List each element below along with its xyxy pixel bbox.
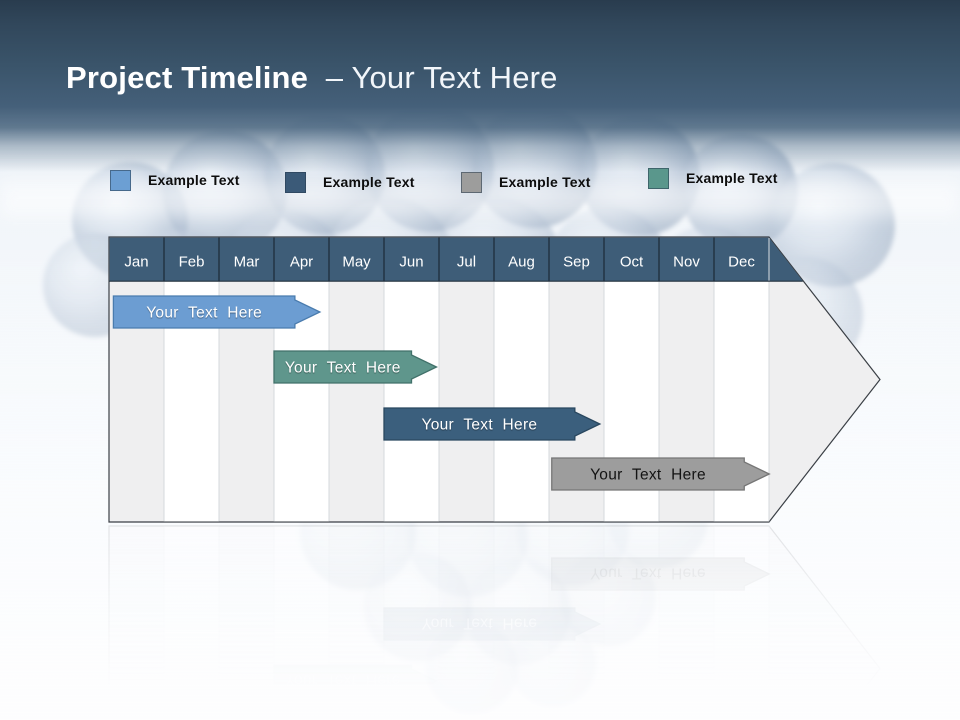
gantt-bar — [383, 607, 602, 641]
legend-label[interactable]: Example Text — [686, 170, 778, 186]
legend-item[interactable]: Example Text — [285, 170, 415, 194]
legend-item[interactable]: Example Text — [110, 168, 240, 192]
month-column-stripes — [164, 526, 769, 720]
legend-swatch[interactable] — [110, 169, 131, 191]
gantt-bar-label: Your Text Here — [421, 615, 537, 632]
legend-label[interactable]: Example Text — [148, 172, 240, 188]
month-label: Aug — [508, 254, 535, 271]
month-label: Sep — [563, 254, 590, 271]
title-light-text: – Your Text Here — [325, 60, 558, 95]
gantt-bar-label: Your Text Here — [590, 565, 706, 582]
column-gridlines — [163, 526, 770, 720]
legend-label[interactable]: Example Text — [323, 174, 415, 190]
month-label: Apr — [290, 254, 313, 271]
legend-item[interactable]: Example Text — [648, 166, 778, 190]
legend-label[interactable]: Example Text — [499, 174, 591, 190]
month-header-band — [109, 237, 803, 281]
month-label: Mar — [234, 254, 260, 271]
month-label: Dec — [728, 254, 755, 271]
month-label: Nov — [673, 254, 700, 271]
gantt-bar-label[interactable]: Your Text Here — [421, 417, 537, 434]
legend-swatch[interactable] — [648, 167, 669, 189]
legend-swatch[interactable] — [461, 171, 482, 193]
timeline-arrow-shape — [108, 525, 881, 720]
gantt-bar[interactable] — [551, 457, 771, 491]
month-label: May — [342, 254, 371, 271]
month-label: Jul — [457, 254, 476, 271]
legend-item[interactable]: Example Text — [461, 170, 591, 194]
month-header-separators — [163, 237, 715, 281]
gantt-bar[interactable] — [383, 407, 602, 441]
gantt-bar-label[interactable]: Your Text Here — [590, 467, 706, 484]
gantt-bar-label[interactable]: Your Text Here — [285, 360, 401, 377]
gantt-bar[interactable] — [273, 350, 439, 384]
month-label: Feb — [179, 254, 205, 271]
gantt-bar[interactable] — [112, 295, 322, 329]
gantt-bar — [551, 557, 771, 591]
timeline-chart: Jan Feb Mar Apr May Jun Jul Aug Sep Oct … — [108, 236, 883, 524]
gantt-bar-label[interactable]: Your Text Here — [146, 305, 262, 322]
month-label: Oct — [620, 254, 644, 271]
month-label: Jan — [124, 254, 148, 271]
timeline-reflection: Jan Feb Mar Apr May Jun Jul Aug Sep Oct … — [108, 524, 883, 720]
title-bold-text: Project Timeline — [66, 60, 309, 95]
gantt-bar — [273, 664, 439, 698]
month-label: Jun — [399, 254, 423, 271]
page-title[interactable]: Project Timeline – Your Text Here — [66, 60, 558, 96]
gantt-bar-label: Your Text Here — [285, 672, 401, 689]
legend-swatch[interactable] — [285, 171, 306, 193]
